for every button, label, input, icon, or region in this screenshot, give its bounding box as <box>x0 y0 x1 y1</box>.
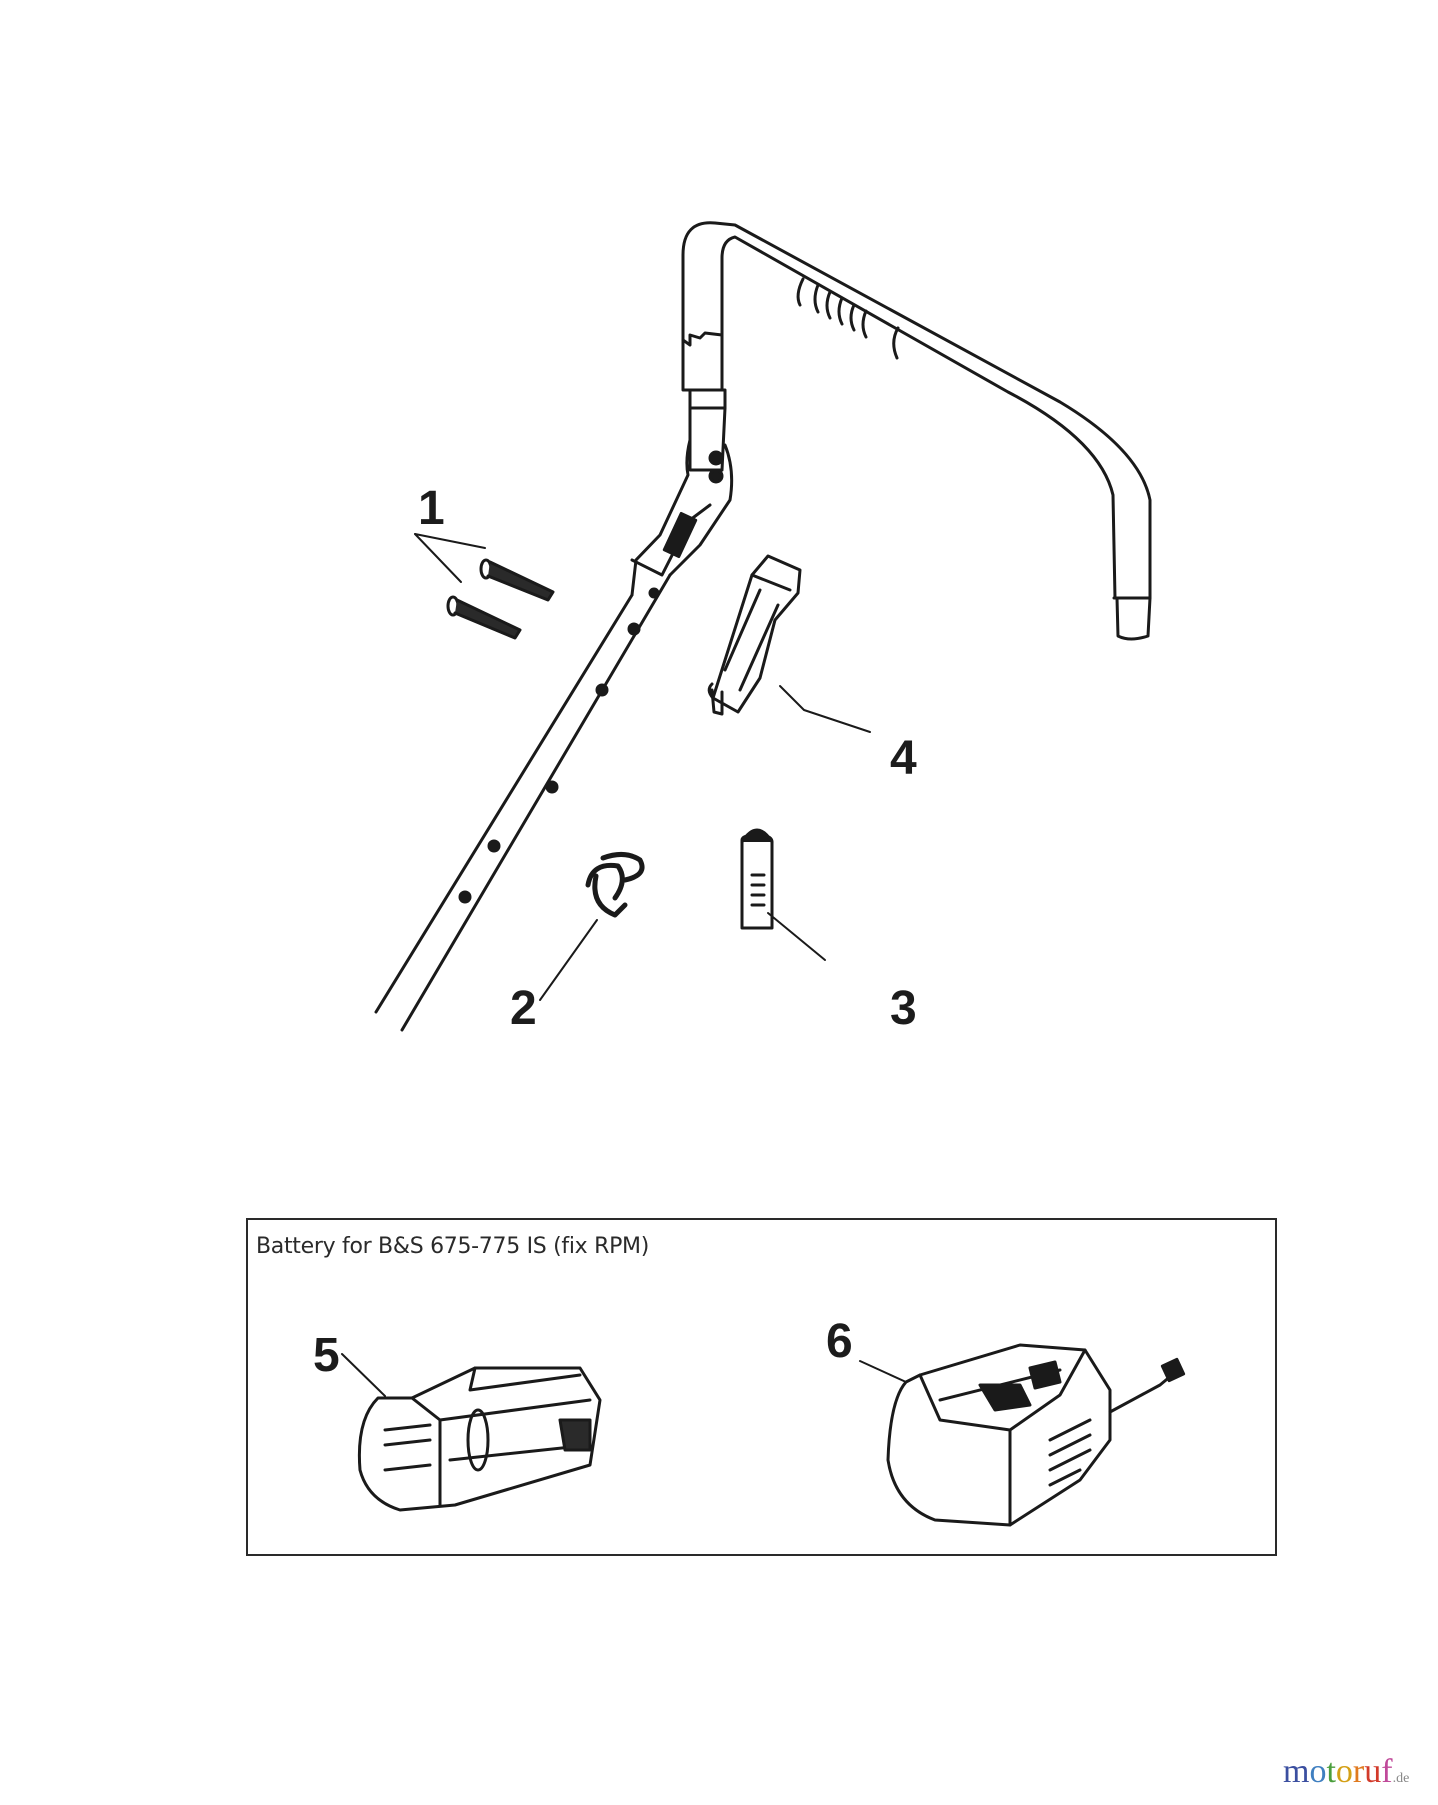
charger-part-6 <box>886 1343 1186 1527</box>
leader-lines <box>341 533 907 1397</box>
callout-4: 4 <box>890 732 917 785</box>
callout-5: 5 <box>313 1329 340 1382</box>
callout-6: 6 <box>826 1315 853 1368</box>
upper-handle-bar <box>681 221 1152 641</box>
plug-part-3 <box>740 828 774 930</box>
handle-clamp <box>630 331 734 597</box>
battery-section-title: Battery for B&S 675-775 IS (fix RPM) <box>256 1234 649 1259</box>
watermark-letter: o <box>1309 1753 1327 1790</box>
watermark-letter: o <box>1335 1753 1353 1790</box>
clip-part-2 <box>585 852 645 918</box>
battery-pack-part-5 <box>357 1366 602 1512</box>
callout-1: 1 <box>418 482 445 535</box>
battery-section-box: Battery for B&S 675-775 IS (fix RPM) <box>246 1218 1277 1556</box>
watermark-letter: u <box>1364 1753 1382 1790</box>
switch-housing-part-4 <box>707 554 802 716</box>
watermark-letter: m <box>1283 1753 1310 1790</box>
callout-3: 3 <box>890 982 917 1035</box>
watermark-domain: .de <box>1392 1771 1410 1786</box>
callout-2: 2 <box>510 982 537 1035</box>
screws-part-1 <box>446 558 555 640</box>
watermark-letter: t <box>1326 1753 1336 1790</box>
watermark-letter: f <box>1381 1753 1393 1790</box>
watermark-logo: motoruf.de <box>1283 1755 1409 1789</box>
lower-tube <box>374 573 672 1032</box>
watermark-letter: r <box>1352 1753 1365 1790</box>
